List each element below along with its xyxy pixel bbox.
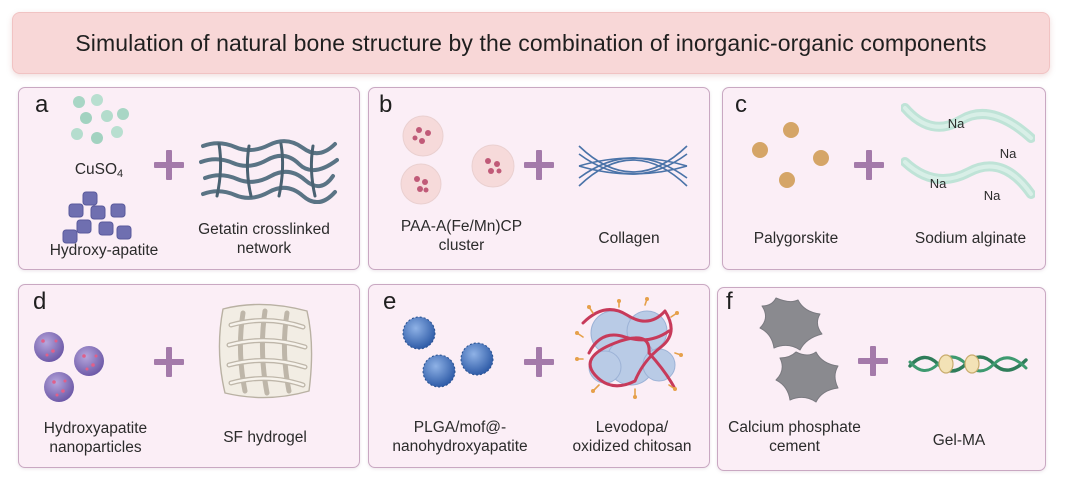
sf-hydrogel-sheet-icon — [218, 303, 313, 399]
panel-e: e PLGA/mof@- nanohydroxyapatite — [368, 284, 710, 468]
label-plga-nanohydroxyapatite: PLGA/mof@- nanohydroxyapatite — [392, 419, 528, 455]
copper-sulfate-particles-icon — [71, 94, 131, 152]
panel-b: b PAA-A(Fe/Mn)CP cluster Collagen — [368, 87, 710, 270]
cluster-spheres-icon — [400, 115, 515, 205]
panel-letter-a: a — [35, 91, 49, 118]
sodium-mark: Na — [999, 146, 1017, 161]
plus-icon — [858, 346, 888, 376]
label-collagen: Collagen — [598, 230, 660, 247]
sodium-mark: Na — [947, 116, 965, 131]
nanoparticles-icon — [34, 332, 104, 402]
label-palygorskite: Palygorskite — [753, 230, 839, 247]
label-calcium-phosphate-cement: Calcium phosphate cement — [728, 419, 861, 455]
collagen-mesh-icon — [578, 145, 688, 187]
gelma-helix-icon — [908, 354, 1028, 374]
sodium-mark: Na — [983, 188, 1001, 203]
panel-f: f Calcium phosphate cement Gel-MA — [717, 287, 1046, 471]
plus-icon — [524, 150, 554, 180]
panel-letter-d: d — [33, 288, 47, 315]
panel-d: d Hydroxyapatite nanoparticles — [18, 284, 360, 468]
plus-icon — [154, 150, 184, 180]
label-hydroxy-apatite: Hydroxy-apatite — [49, 242, 159, 259]
label-gel-ma: Gel-MA — [932, 432, 986, 449]
calcium-phosphate-cement-icon — [759, 297, 839, 403]
label-paa-cluster: PAA-A(Fe/Mn)CP cluster — [400, 218, 523, 254]
label-ha-nanoparticles: Hydroxyapatite nanoparticles — [43, 420, 148, 456]
label-levodopa-chitosan: Levodopa/ oxidized chitosan — [572, 419, 692, 455]
plus-icon — [154, 347, 184, 377]
panel-letter-e: e — [383, 288, 397, 315]
panel-c: c Palygorskite Na Na Na Na Sodium algina… — [722, 87, 1046, 270]
panel-letter-f: f — [726, 288, 733, 315]
plga-spheres-icon — [402, 316, 494, 388]
label-sf-hydrogel: SF hydrogel — [223, 429, 307, 446]
palygorskite-particles-icon — [752, 122, 829, 188]
plus-icon — [524, 347, 554, 377]
levodopa-chitosan-icon — [575, 297, 683, 399]
label-sodium-alginate: Sodium alginate — [914, 230, 1027, 247]
panel-a: a CuSO4 Hydroxy-apatite — [18, 87, 360, 270]
title-banner: Simulation of natural bone structure by … — [12, 12, 1050, 74]
sodium-mark: Na — [929, 176, 947, 191]
hydroxyapatite-blocks-icon — [62, 191, 132, 244]
alginate-chains-icon: Na Na Na Na — [901, 98, 1035, 206]
figure-title: Simulation of natural bone structure by … — [75, 29, 987, 56]
label-gelatin-network: Getatin crosslinked network — [198, 221, 330, 257]
label-cuso4: CuSO4 — [74, 161, 124, 180]
plus-icon — [854, 150, 884, 180]
panel-letter-c: c — [735, 91, 747, 118]
panel-letter-b: b — [379, 91, 393, 118]
gelatin-network-icon — [199, 139, 339, 204]
